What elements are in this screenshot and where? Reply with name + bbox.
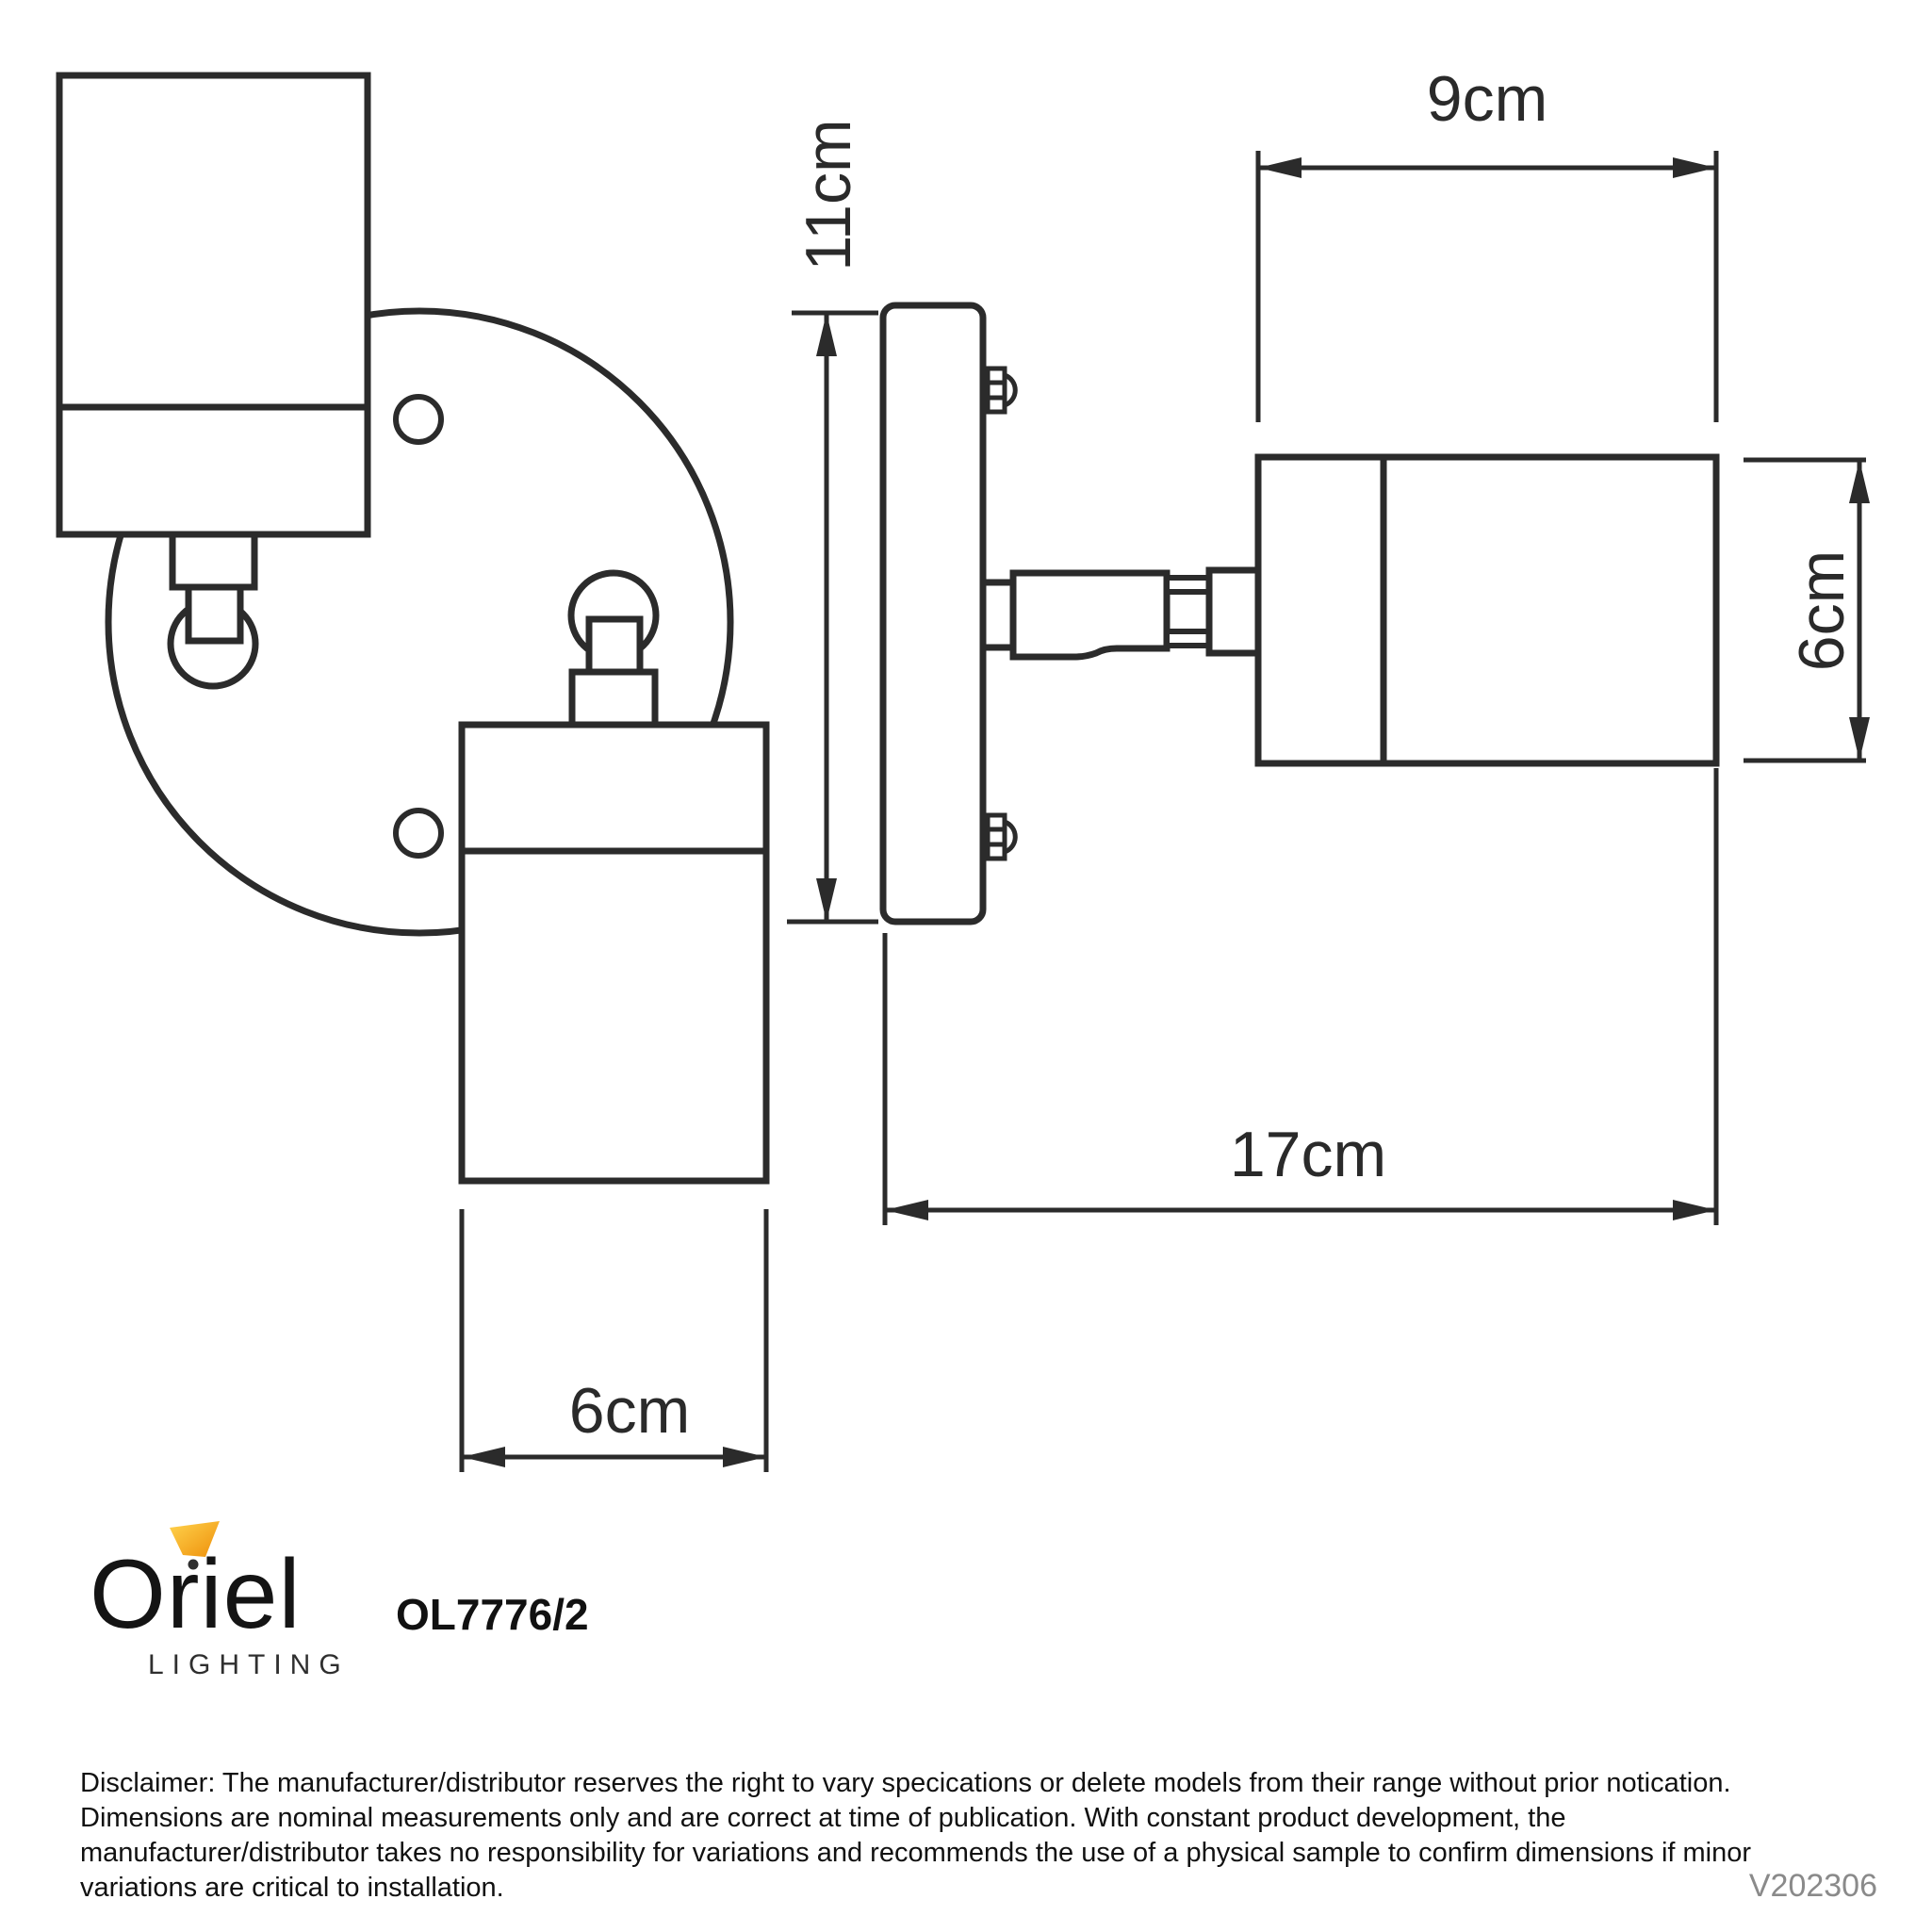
lower-neck-wide — [568, 668, 659, 729]
screw-hole-top — [393, 394, 444, 445]
label-projection: 17cm — [1230, 1119, 1386, 1190]
disclaimer: Disclaimer: The manufacturer/distributor… — [80, 1766, 1751, 1906]
upper-neck-wide — [169, 531, 258, 591]
upper-spot-body — [56, 72, 371, 538]
label-body-width: 6cm — [569, 1375, 690, 1447]
disclaimer-line: manufacturer/distributor takes no respon… — [80, 1838, 1752, 1868]
screw-hole-bottom — [393, 808, 444, 859]
lower-neck-small — [585, 615, 644, 676]
front-view — [56, 72, 770, 1185]
dimension-labels: 9cm 11cm 6cm 17cm 6cm — [569, 63, 1858, 1447]
dimensions — [459, 151, 1870, 1472]
screw-loop-bottom — [1003, 819, 1018, 855]
screw-thread-bottom — [985, 812, 1007, 861]
version-code: V202306 — [1748, 1868, 1877, 1904]
dim-head-diameter — [1744, 457, 1870, 763]
brand-logo: Oriel LIGHTING — [90, 1521, 350, 1681]
wall-plate-side — [879, 302, 987, 925]
side-view — [879, 302, 1720, 925]
dim-body-width — [459, 1209, 769, 1472]
lamp-shade-icon — [170, 1521, 220, 1570]
mount-screw-bottom — [985, 812, 1018, 861]
arrow-left — [462, 1447, 505, 1467]
screw-thread-top — [985, 366, 1007, 415]
arm-knuckle-block — [1205, 566, 1262, 657]
brand-row: Oriel — [90, 1521, 350, 1644]
dim-head-length — [1255, 151, 1719, 422]
disclaimer-line: variations are critical to installation. — [80, 1873, 504, 1903]
label-head-length: 9cm — [1427, 63, 1547, 135]
lower-spot-body — [458, 721, 770, 1185]
upper-neck-small — [185, 583, 244, 645]
label-plate-height: 11cm — [793, 119, 864, 270]
arm-fork-rail-top — [1164, 575, 1212, 595]
mount-screw-top — [985, 366, 1018, 415]
dim-projection — [882, 768, 1719, 1225]
label-head-diameter: 6cm — [1786, 550, 1858, 671]
arm-connector — [979, 579, 1017, 651]
arm-fork-rail-bottom — [1164, 629, 1212, 648]
model-number: OL7776/2 — [396, 1590, 589, 1639]
dim-plate-height — [787, 310, 878, 925]
arrow-right — [723, 1447, 766, 1467]
brand-subtitle: LIGHTING — [148, 1649, 350, 1680]
spot-head-side — [1254, 453, 1720, 767]
arm-main — [1009, 569, 1171, 661]
disclaimer-line: Dimensions are nominal measurements only… — [80, 1803, 1566, 1833]
disclaimer-line: Disclaimer: The manufacturer/distributor… — [80, 1768, 1731, 1798]
screw-loop-top — [1003, 372, 1018, 408]
